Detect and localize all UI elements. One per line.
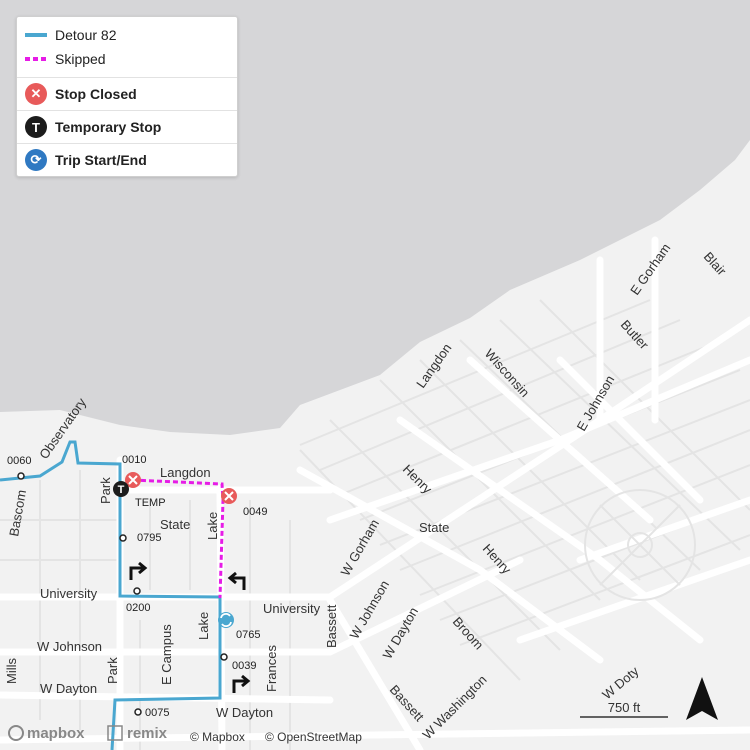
mapbox-logo: mapbox [27, 725, 85, 742]
legend-row-stop-closed: ✕ Stop Closed [17, 77, 237, 110]
stop-label: 0039 [232, 660, 256, 672]
capitol-center [627, 532, 653, 558]
street-label: Frances [264, 645, 279, 692]
stop-closed-icon[interactable] [125, 472, 141, 488]
map-legend: Detour 82 Skipped ✕ Stop Closed T Tempor… [16, 16, 238, 177]
stop-label: 0010 [122, 454, 146, 466]
legend-row-temporary-stop: T Temporary Stop [17, 110, 237, 143]
stop-label: 0075 [145, 707, 169, 719]
street-label: W Dayton [216, 705, 273, 720]
stop-dot[interactable] [119, 534, 127, 542]
legend-row-trip-start-end: ⟳ Trip Start/End [17, 143, 237, 176]
capitol-square [584, 489, 696, 601]
turn-right-arrow [129, 561, 148, 580]
stop-dot[interactable] [17, 472, 25, 480]
stop-dot[interactable] [134, 708, 142, 716]
turn-right-arrow-south [232, 674, 251, 693]
close-icon: ✕ [25, 83, 47, 105]
legend-label: Skipped [55, 51, 106, 67]
turn-left-arrow [227, 571, 246, 590]
stop-label: 0200 [126, 602, 150, 614]
osm-attribution-link[interactable]: © OpenStreetMap [265, 730, 362, 744]
street-label: University [40, 586, 98, 601]
legend-label: Detour 82 [55, 27, 117, 43]
detour-line-swatch [25, 33, 47, 37]
stop-label: 0060 [7, 455, 31, 467]
legend-label: Stop Closed [55, 86, 137, 102]
mapbox-attribution-link[interactable]: © Mapbox [190, 730, 245, 744]
street-label: E Campus [159, 624, 174, 685]
stop-dot[interactable] [133, 587, 141, 595]
stop-label: TEMP [135, 497, 166, 509]
skipped-dash-swatch [25, 57, 47, 61]
svg-text:750 ft: 750 ft [608, 700, 641, 715]
refresh-icon: ⟳ [25, 149, 47, 171]
street-label: Park [105, 657, 120, 684]
detour-route-line [0, 440, 222, 750]
street-label: Park [98, 477, 113, 504]
street-label: Lake [196, 612, 211, 640]
north-arrow-icon[interactable] [686, 677, 718, 720]
legend-label: Trip Start/End [55, 152, 147, 168]
street-label: State [160, 517, 190, 532]
temporary-stop-legend-icon: T [25, 116, 47, 138]
capitol-diagonals [599, 504, 681, 586]
street-label: W Johnson [37, 639, 102, 654]
street-label: Mills [4, 658, 19, 684]
legend-row-detour: Detour 82 [17, 23, 237, 47]
stop-labels: 0060 0010 TEMP 0049 0795 0200 0765 0039 … [7, 454, 267, 719]
attribution: mapbox remix © Mapbox © OpenStreetMap [8, 725, 362, 744]
legend-row-skipped: Skipped [17, 47, 237, 71]
stop-label: 0795 [137, 532, 161, 544]
street-label: University [263, 601, 321, 616]
svg-text:T: T [118, 484, 125, 496]
stop-label: 0049 [243, 506, 267, 518]
stop-label: 0765 [236, 629, 260, 641]
trip-start-end-icon[interactable] [218, 612, 234, 628]
legend-label: Temporary Stop [55, 119, 162, 135]
street-label: State [419, 520, 449, 535]
temporary-stop-icon[interactable]: T [113, 481, 129, 497]
street-label: Bassett [324, 604, 339, 648]
street-label: Lake [205, 512, 220, 540]
stop-closed-icon[interactable] [221, 488, 237, 504]
stop-dot[interactable] [220, 653, 228, 661]
street-label: W Dayton [40, 681, 97, 696]
street-label: Langdon [160, 465, 211, 480]
stop-dots [17, 472, 228, 716]
scale-bar: 750 ft [580, 700, 668, 718]
remix-logo: remix [127, 725, 168, 742]
